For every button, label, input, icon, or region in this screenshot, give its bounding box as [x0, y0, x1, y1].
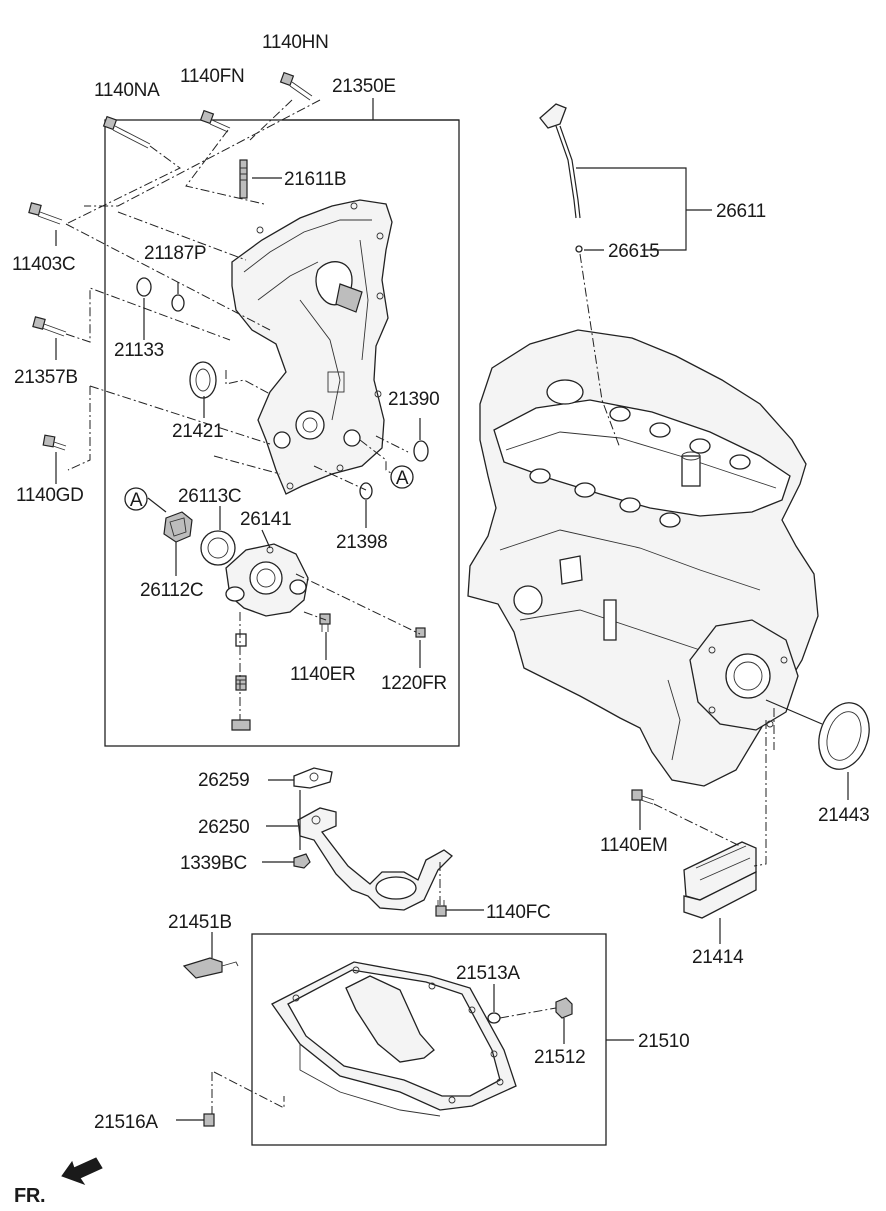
rear-oil-seal-21443 — [818, 702, 870, 770]
label-1339BC: 1339BC — [180, 853, 247, 874]
callout-a-upper-text: A — [396, 468, 409, 489]
bolt-1140ER — [319, 613, 331, 632]
label-26141: 26141 — [240, 509, 291, 530]
label-11403C: 11403C — [12, 254, 75, 275]
bolt-21357B — [32, 316, 67, 337]
bolt-21516A — [203, 1113, 215, 1127]
front-direction-indicator: FR. — [14, 1157, 103, 1207]
label-21611B: 21611B — [284, 169, 346, 190]
label-26611: 26611 — [716, 201, 766, 222]
label-21414: 21414 — [692, 947, 744, 968]
drain-gasket-21513A — [487, 1012, 501, 1024]
bolt-1140NA — [102, 115, 151, 149]
stud-21611B — [239, 159, 248, 199]
label-1140NA: 1140NA — [94, 80, 160, 101]
ladder-frame-baffle-21414 — [683, 841, 757, 919]
label-21512: 21512 — [534, 1047, 585, 1068]
liquid-gasket-21451B — [182, 957, 239, 979]
callout-a-lower: A — [124, 487, 148, 511]
label-26112C: 26112C — [140, 580, 203, 601]
label-21451B: 21451B — [168, 912, 232, 933]
nut-1339BC — [293, 853, 311, 869]
bolt-11403C — [28, 202, 63, 225]
bolt-1140HN — [279, 71, 313, 101]
label-26615: 26615 — [608, 241, 659, 262]
label-1140ER: 1140ER — [290, 664, 355, 685]
label-1140FN: 1140FN — [180, 66, 244, 87]
bolt-1220FR — [415, 627, 426, 638]
front-label: FR. — [14, 1185, 45, 1207]
label-21357B: 21357B — [14, 367, 78, 388]
label-21443: 21443 — [818, 805, 869, 826]
label-21390: 21390 — [388, 389, 439, 410]
callout-a-upper: A — [390, 465, 414, 489]
label-21133: 21133 — [114, 340, 164, 361]
label-21421: 21421 — [172, 421, 223, 442]
bolt-1140FN — [199, 109, 231, 133]
bolt-1140FC — [435, 900, 447, 917]
oil-pump — [225, 543, 309, 617]
label-21350E: 21350E — [332, 76, 396, 97]
label-21510: 21510 — [638, 1031, 689, 1052]
label-1140FC: 1140FC — [486, 902, 550, 923]
timing-chain-cover — [231, 199, 393, 495]
plug-21398 — [359, 482, 373, 500]
oil-pan-21510 — [271, 961, 517, 1117]
label-21513A: 21513A — [456, 963, 520, 984]
o-ring-21187P — [171, 294, 185, 312]
label-21187P: 21187P — [144, 243, 206, 264]
oil-pump-rotor — [200, 530, 236, 566]
label-1140EM: 1140EM — [600, 835, 668, 856]
front-arrow-icon — [61, 1157, 103, 1185]
label-1220FR: 1220FR — [381, 673, 447, 694]
bolt-1140GD — [42, 434, 67, 451]
oil-level-gauge — [539, 103, 583, 253]
washer-21133 — [136, 277, 152, 297]
plug-21390 — [413, 440, 429, 462]
oil-pump-gear — [163, 511, 193, 543]
label-26259: 26259 — [198, 770, 249, 791]
drain-plug-21512 — [555, 997, 573, 1019]
oil-screen-26250 — [297, 807, 453, 911]
crank-oil-seal-21421 — [189, 361, 217, 399]
cylinder-block-assembly — [467, 329, 819, 787]
label-21398: 21398 — [336, 532, 387, 553]
label-26113C: 26113C — [178, 486, 241, 507]
relief-valve-parts — [231, 633, 251, 731]
oil-screen-gasket-26259 — [293, 767, 333, 789]
label-1140GD: 1140GD — [16, 485, 84, 506]
leader-lines — [55, 98, 849, 1121]
bolt-1140EM — [631, 789, 655, 805]
callout-a-lower-text: A — [130, 490, 143, 511]
label-21516A: 21516A — [94, 1112, 158, 1133]
label-1140HN: 1140HN — [262, 32, 329, 53]
label-26250: 26250 — [198, 817, 249, 838]
